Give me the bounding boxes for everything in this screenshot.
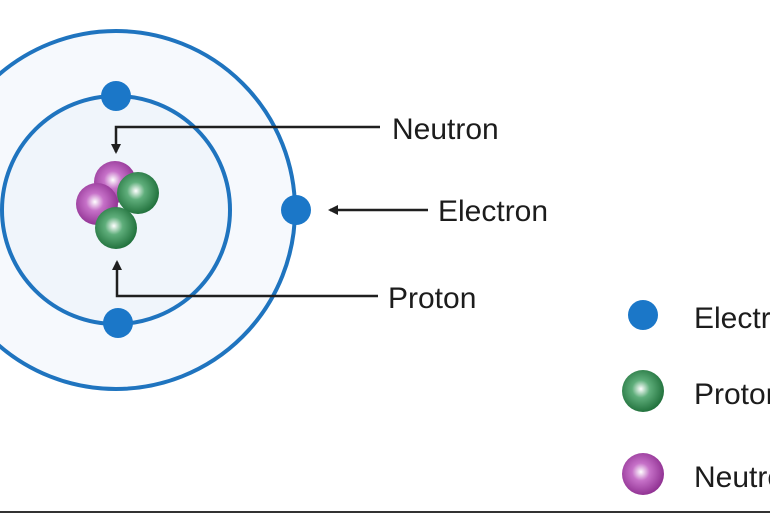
nucleus-proton-bottom xyxy=(95,207,137,249)
legend-neutron-label: Neutron xyxy=(694,461,770,494)
electron-top xyxy=(101,81,131,111)
legend-neutron-icon xyxy=(622,453,664,495)
legend-electron-label: Electron xyxy=(694,302,770,335)
nucleus-proton-right xyxy=(117,172,159,214)
nucleus xyxy=(76,161,159,249)
neutron-label: Neutron xyxy=(392,113,499,146)
annotation-electron: Electron xyxy=(328,195,548,228)
legend-item-electron: Electron xyxy=(628,300,770,335)
legend: Electron Proton Neutron xyxy=(622,300,770,495)
electron-bottom xyxy=(103,308,133,338)
annotation-neutron: Neutron xyxy=(111,113,499,154)
legend-proton-icon xyxy=(622,370,664,412)
legend-item-proton: Proton xyxy=(622,370,770,412)
electron-label: Electron xyxy=(438,195,548,228)
atom xyxy=(0,29,311,391)
legend-item-neutron: Neutron xyxy=(622,453,770,495)
annotation-proton: Proton xyxy=(112,260,476,315)
proton-arrow xyxy=(112,260,378,298)
neutron-arrow xyxy=(111,125,380,154)
proton-label: Proton xyxy=(388,282,476,315)
legend-electron-icon xyxy=(628,300,658,330)
electron-outer xyxy=(281,195,311,225)
legend-proton-label: Proton xyxy=(694,378,770,411)
